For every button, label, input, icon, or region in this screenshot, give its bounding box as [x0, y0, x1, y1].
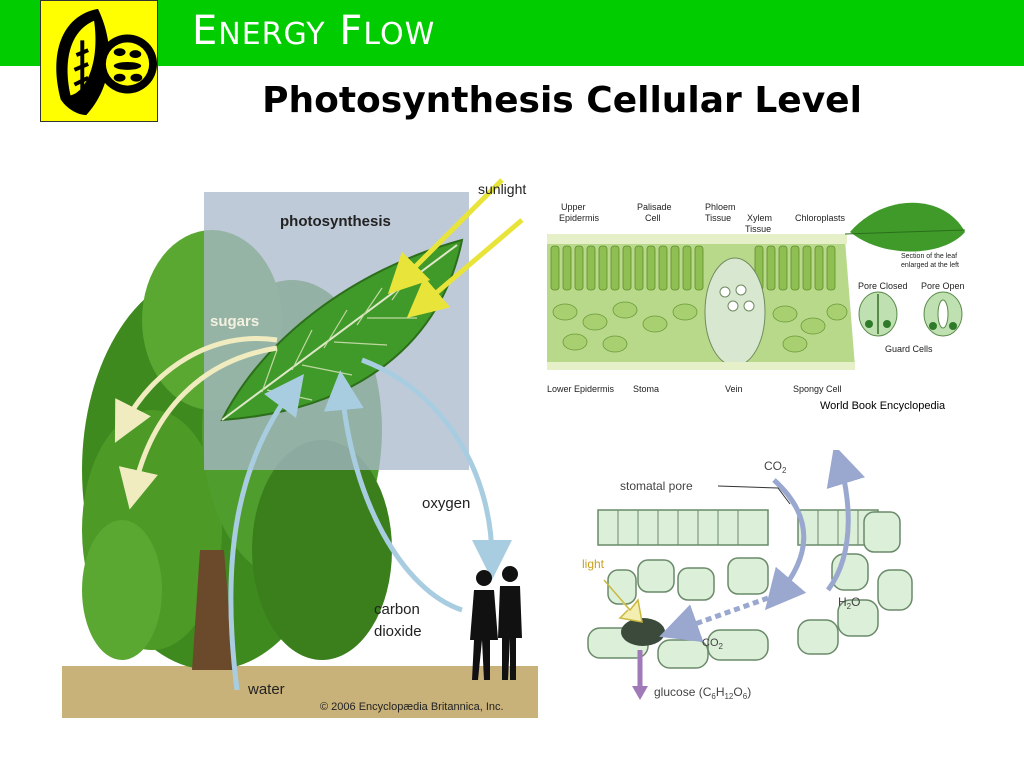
sugar-arrow-1 [114, 336, 278, 443]
light-label: light [582, 557, 605, 571]
guard-cells-label: Guard Cells [885, 344, 933, 354]
sunlight-arrow-2 [406, 218, 524, 318]
slide-title: ENERGY FLOW [192, 8, 436, 54]
spongy-cell-label: Spongy Cell [793, 384, 842, 394]
sugar-arrow-2 [118, 345, 278, 510]
sunlight-arrow-1 [387, 178, 504, 295]
palisade-layer [550, 245, 836, 291]
section-note-label-2: enlarged at the left [901, 262, 959, 269]
lower-epidermis-layer [547, 362, 855, 370]
pore-open-icon [923, 291, 963, 337]
h2o-label: H2O [838, 595, 860, 611]
carbon-label: carbon [374, 601, 420, 618]
leaf-cross-section-diagram: Upper Epidermis Palisade Cell Phloem Tis… [545, 172, 970, 420]
slide-subtitle: Photosynthesis Cellular Level [262, 80, 862, 121]
ground [62, 666, 538, 718]
oxygen-label: oxygen [422, 495, 470, 512]
water-arrow [228, 373, 304, 691]
section-note-label: Section of the leaf [901, 253, 957, 260]
light-arrow [603, 579, 643, 623]
h2o-out-arrow [825, 444, 865, 592]
tree-trunk [192, 550, 234, 670]
co2-bottom-label: CO2 [702, 637, 724, 651]
co2-to-chloroplast-arrow [659, 595, 769, 643]
upper-epidermis-layer [547, 234, 847, 244]
phloem-label: Phloem [705, 202, 736, 212]
sugars-label: sugars [210, 313, 259, 330]
britannica-copyright: © 2006 Encyclopædia Britannica, Inc. [320, 701, 504, 713]
title-banner [0, 0, 1024, 66]
stomatal-pore-pointer [717, 485, 791, 505]
small-leaf-icon [850, 202, 965, 252]
co2-in-arrow [764, 478, 807, 611]
people-silhouette [470, 566, 522, 680]
epidermis-divisions [617, 510, 859, 545]
glucose-arrowhead [632, 686, 648, 700]
leaf-logo [40, 0, 158, 122]
leaf-logo-icon [41, 1, 157, 121]
vein-bundle [704, 257, 766, 367]
xylem-label: Xylem [747, 213, 772, 223]
pore-open-label: Pore Open [921, 281, 965, 291]
tree-photosynthesis-diagram: sunlight photosynthesis sugars oxygen ca… [62, 170, 538, 718]
upper-epidermis-label-2: Epidermis [559, 213, 600, 223]
carbon-dioxide-arrow [323, 370, 463, 613]
palisade-label-2: Cell [645, 213, 661, 223]
chloroplast [621, 618, 665, 646]
dioxide-label: dioxide [374, 623, 422, 640]
co2-top-label: CO2 [764, 459, 787, 475]
water-label: water [247, 681, 285, 698]
vein-label: Vein [725, 384, 743, 394]
lower-epidermis-label: Lower Epidermis [547, 384, 615, 394]
upper-epidermis-label: Upper [561, 202, 586, 212]
stomata-cell-diagram: CO2 stomatal pore light H2O CO2 glucose … [578, 444, 923, 710]
glucose-label: glucose (C6H12O6) [654, 685, 751, 701]
phloem-label-2: Tissue [705, 213, 731, 223]
xylem-label-2: Tissue [745, 224, 771, 234]
stomatal-pore-label: stomatal pore [620, 479, 693, 493]
palisade-label: Palisade [637, 202, 672, 212]
sunlight-label: sunlight [478, 181, 526, 197]
world-book-credit: World Book Encyclopedia [820, 400, 946, 412]
chloroplasts-label: Chloroplasts [795, 213, 846, 223]
pore-closed-label: Pore Closed [858, 281, 908, 291]
oxygen-arrow [361, 357, 512, 580]
photosynthesis-label: photosynthesis [280, 213, 391, 230]
stoma-label: Stoma [633, 384, 659, 394]
pore-closed-icon [858, 291, 898, 337]
spongy-layer [552, 301, 848, 353]
